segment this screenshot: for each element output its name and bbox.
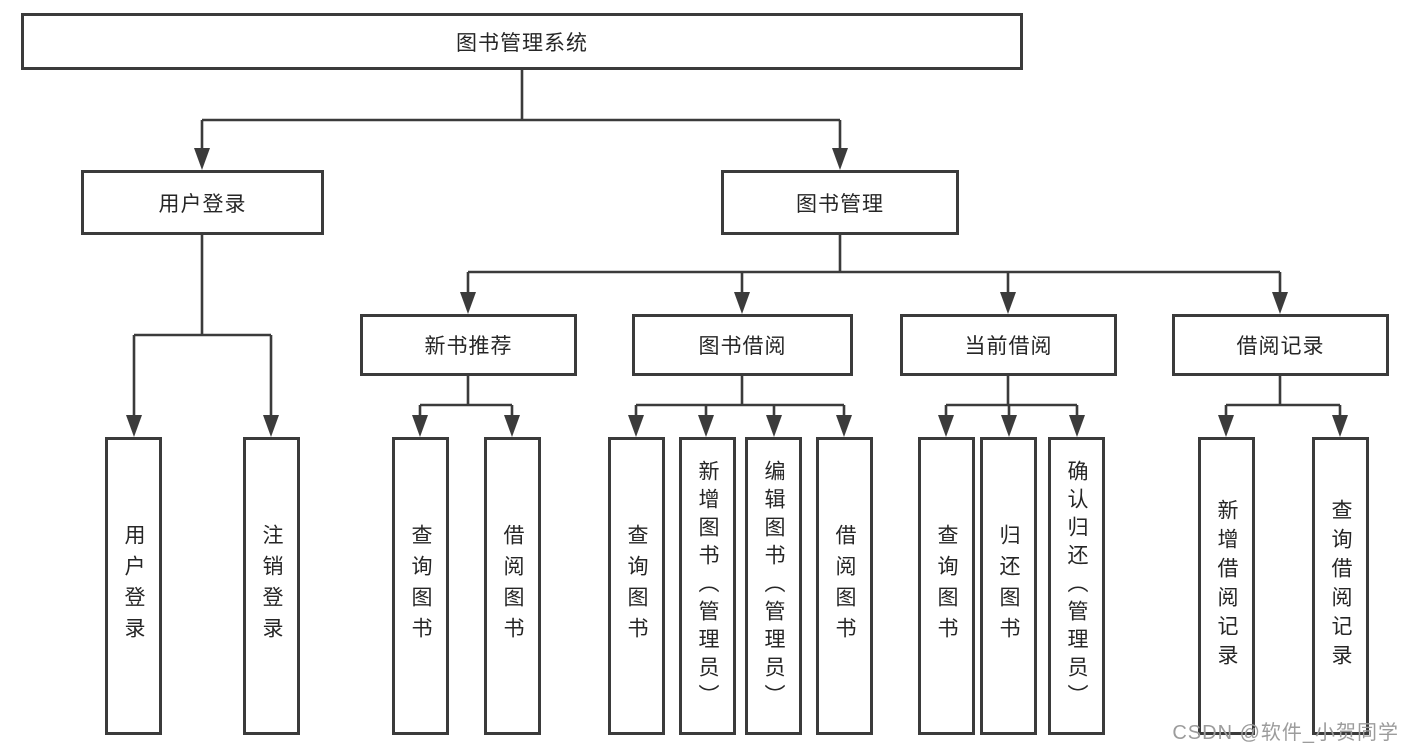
leaf-user-login: 用户登录 [105, 437, 162, 735]
node-book-borrowing: 图书借阅 [632, 314, 853, 376]
leaf-query-borrow-record: 查询借阅记录 [1312, 437, 1369, 735]
leaf-query-books-borrow: 查询图书 [608, 437, 665, 735]
leaf-edit-book-admin: 编辑图书（管理员） [745, 437, 802, 735]
leaf-logout: 注销登录 [243, 437, 300, 735]
node-book-management: 图书管理 [721, 170, 959, 235]
csdn-watermark: CSDN @软件_小贺同学 [1172, 722, 1399, 744]
leaf-borrow-books-recommend: 借阅图书 [484, 437, 541, 735]
node-user-login: 用户登录 [81, 170, 324, 235]
leaf-query-books-current: 查询图书 [918, 437, 975, 735]
leaf-return-books: 归还图书 [980, 437, 1037, 735]
node-current-borrowing: 当前借阅 [900, 314, 1117, 376]
leaf-borrow-books: 借阅图书 [816, 437, 873, 735]
arrowhead-icons [126, 148, 1348, 437]
leaf-query-books-recommend: 查询图书 [392, 437, 449, 735]
node-library-management-system: 图书管理系统 [21, 13, 1023, 70]
leaf-confirm-return-admin: 确认归还（管理员） [1048, 437, 1105, 735]
leaf-add-book-admin: 新增图书（管理员） [679, 437, 736, 735]
node-new-book-recommend: 新书推荐 [360, 314, 577, 376]
node-borrowing-records: 借阅记录 [1172, 314, 1389, 376]
leaf-add-borrow-record: 新增借阅记录 [1198, 437, 1255, 735]
